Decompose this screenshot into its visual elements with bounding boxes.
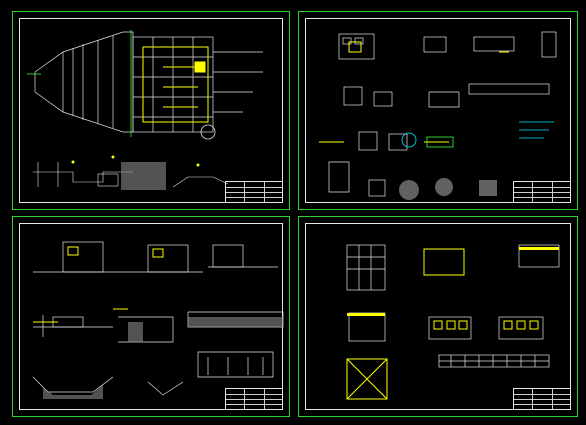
sheet-top-right[interactable]	[298, 11, 578, 210]
sheet-inner-frame	[305, 223, 571, 410]
sheet-inner-frame	[19, 18, 283, 203]
plan-drawing	[27, 30, 263, 190]
sections-drawing	[32, 241, 284, 399]
title-block	[513, 388, 571, 410]
sheet-inner-frame	[305, 18, 571, 203]
title-block	[513, 181, 571, 203]
details-drawing	[319, 31, 557, 200]
sheet-top-left[interactable]	[12, 11, 290, 210]
title-block	[225, 181, 283, 203]
title-block	[225, 388, 283, 410]
building-drawing	[346, 244, 560, 400]
sheet-bottom-right[interactable]	[298, 216, 578, 417]
sheet-inner-frame	[19, 223, 283, 410]
sheet-bottom-left[interactable]	[12, 216, 290, 417]
